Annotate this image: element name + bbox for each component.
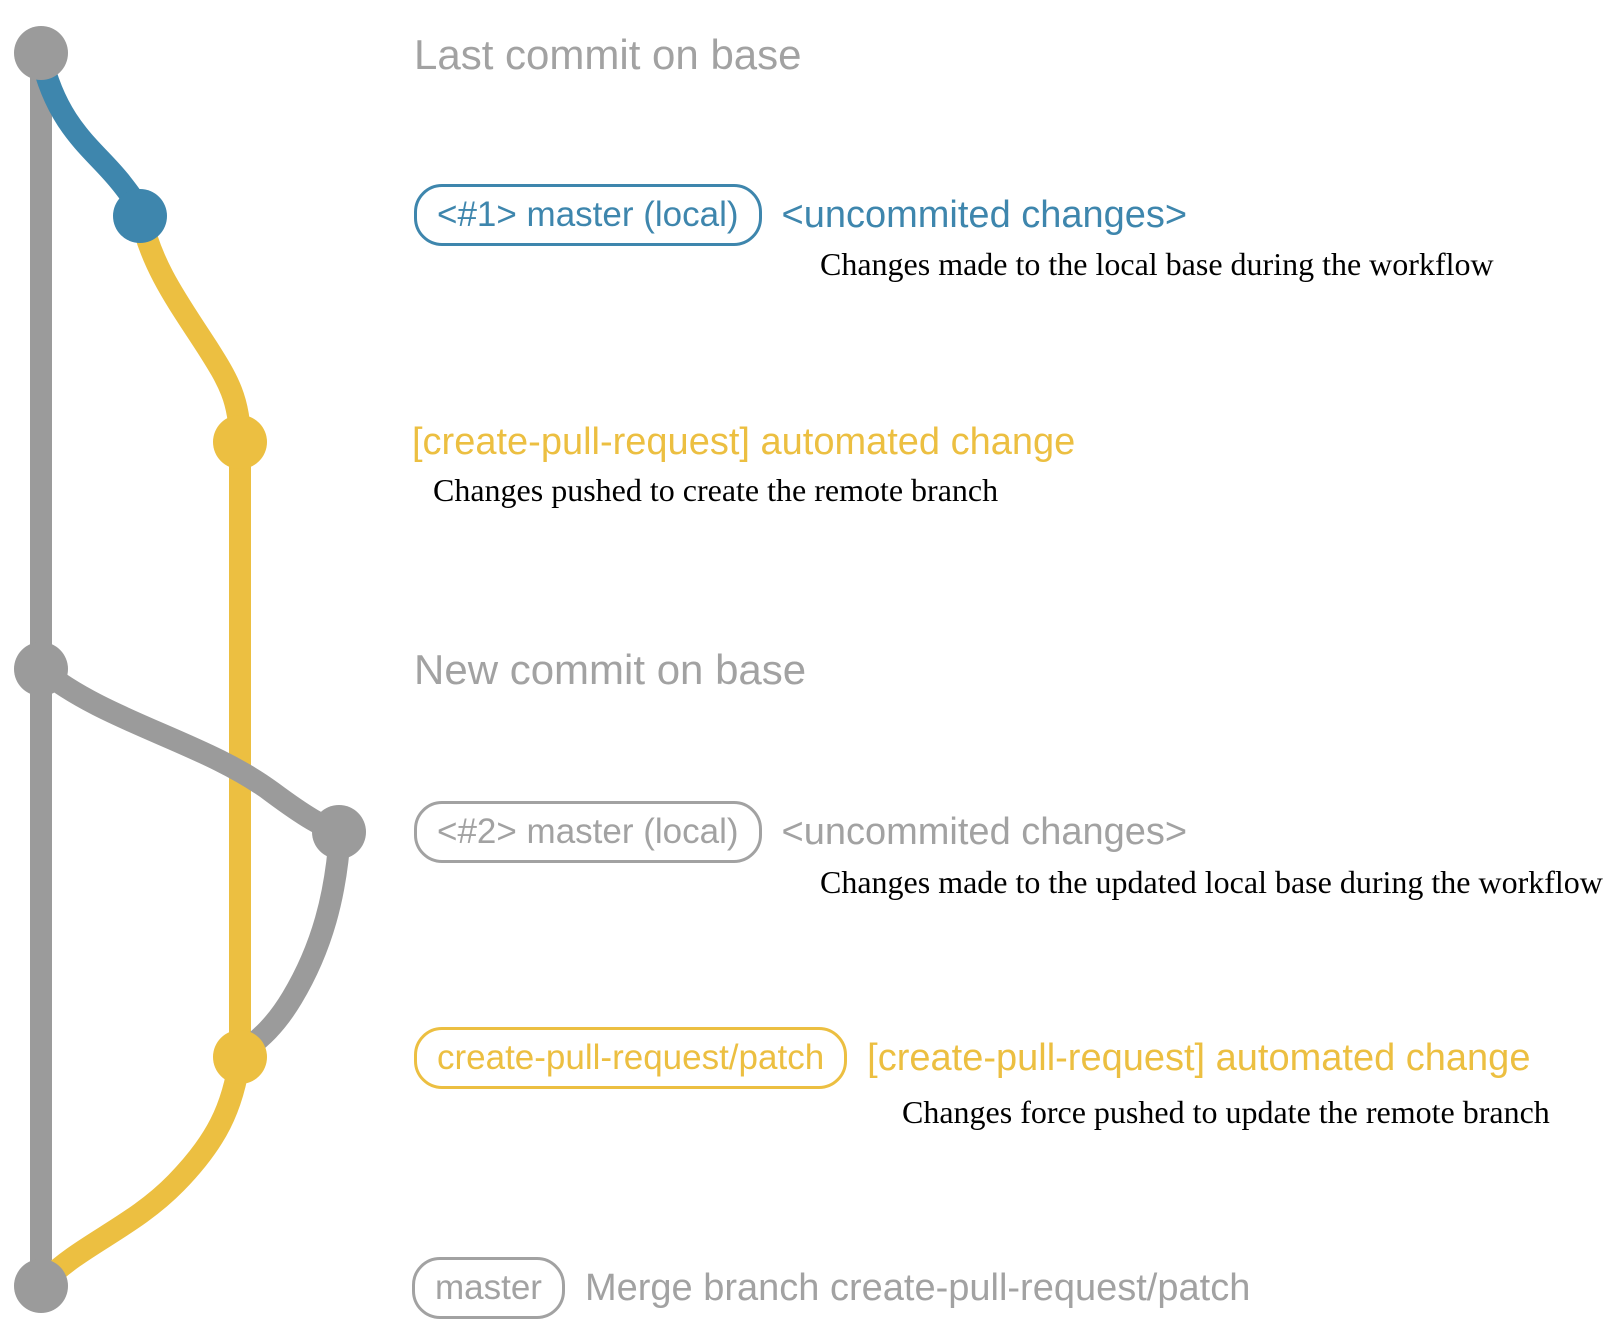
description-force-pushed: Changes force pushed to update the remot… — [902, 1094, 1550, 1130]
description-pushed-create: Changes pushed to create the remote bran… — [433, 472, 999, 508]
description-local-changes-2: Changes made to the updated local base d… — [820, 864, 1603, 900]
commit-dot-patch-2 — [213, 1030, 267, 1084]
commit-dot-patch-1 — [213, 415, 267, 469]
force-push-curve — [232, 822, 351, 1063]
caption-last-commit-on-base: Last commit on base — [414, 31, 802, 78]
row-automated-change-1: [create-pull-request] automated change — [412, 421, 1075, 463]
commit-dot-local-1 — [113, 189, 167, 243]
row-patch-branch: create-pull-request/patch [create-pull-r… — [414, 1027, 1530, 1089]
row-master-local-1: <#1> master (local) <uncommited changes> — [414, 184, 1187, 246]
commit-dot-last-base — [14, 26, 68, 80]
patch-branch-merge-curve — [34, 1046, 251, 1292]
annotation-automated-change-2: [create-pull-request] automated change — [867, 1036, 1531, 1079]
branch-badge-master-local-2: <#2> master (local) — [414, 801, 762, 863]
caption-new-commit-on-base: New commit on base — [414, 646, 807, 693]
patch-branch-create-curve — [130, 206, 251, 453]
row-merge: master Merge branch create-pull-request/… — [412, 1257, 1250, 1319]
annotation-automated-change-1: [create-pull-request] automated change — [412, 420, 1076, 463]
annotation-uncommited-changes-1: <uncommited changes> — [781, 193, 1188, 236]
row-master-local-2: <#2> master (local) <uncommited changes> — [414, 801, 1187, 863]
annotation-uncommited-changes-2: <uncommited changes> — [781, 810, 1188, 853]
annotation-merge-branch: Merge branch create-pull-request/patch — [584, 1266, 1251, 1309]
commit-dot-merge — [14, 1259, 68, 1313]
branch-badge-patch: create-pull-request/patch — [414, 1027, 848, 1089]
commit-dot-new-base — [14, 642, 68, 696]
local-branch-2-curve — [30, 658, 351, 844]
commit-dot-local-2 — [312, 805, 366, 859]
local-branch-1-curve — [30, 45, 152, 228]
branch-badge-master: master — [412, 1257, 565, 1319]
branch-badge-master-local-1: <#1> master (local) — [414, 184, 762, 246]
description-local-changes-1: Changes made to the local base during th… — [820, 246, 1494, 282]
